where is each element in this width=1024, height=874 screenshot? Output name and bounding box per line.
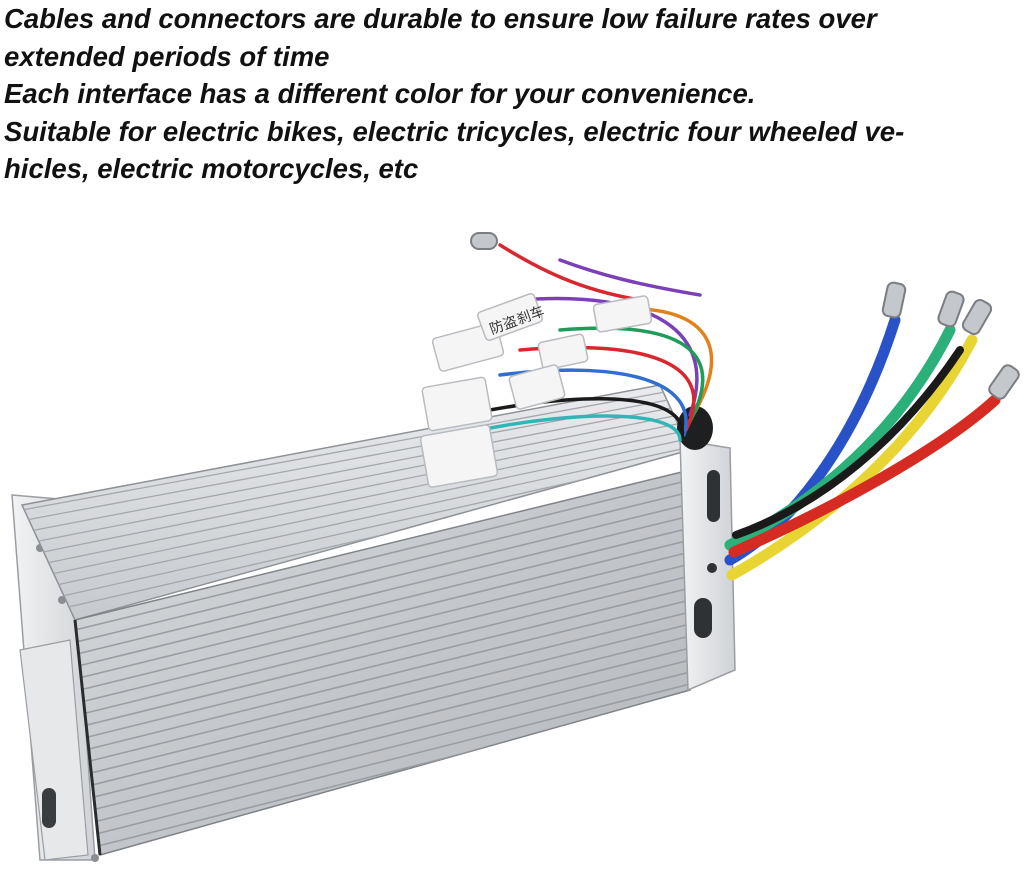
caption-line-5: hicles, electric motorcycles, etc [4, 153, 419, 184]
caption-line-3: Each interface has a different color for… [4, 78, 756, 109]
right-mounting-plate [679, 439, 736, 692]
caption-line-4: Suitable for electric bikes, electric tr… [4, 115, 905, 147]
power-wires [724, 314, 1001, 581]
caption-line-1: Cables and connectors are durable to ens… [4, 3, 877, 34]
signal-connectors [419, 293, 653, 488]
caption-line-2: extended periods of time [4, 40, 330, 72]
caption-text: Cables and connectors are durable to ens… [4, 0, 1020, 188]
heatsink-front [73, 469, 691, 856]
controller-photo: 防盗 刹车 [11, 232, 1020, 862]
ring-terminals [470, 232, 1020, 400]
